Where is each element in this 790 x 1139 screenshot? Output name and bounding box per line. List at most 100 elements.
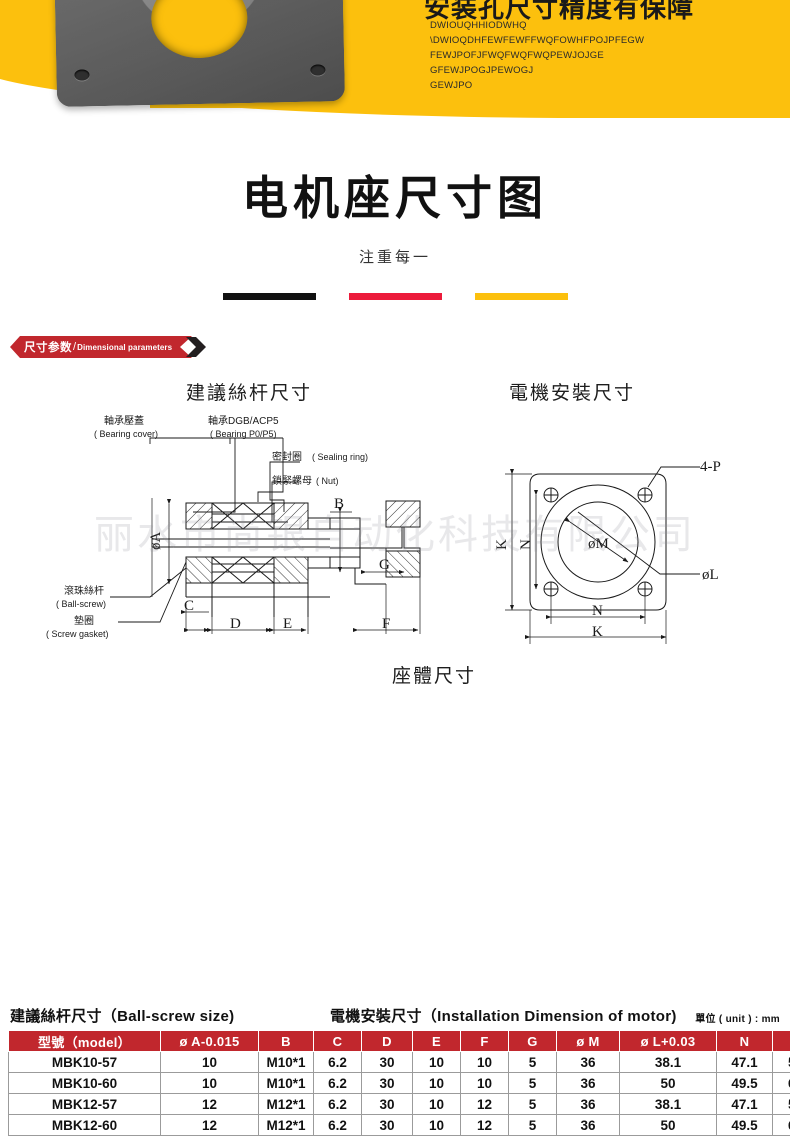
dim-label-c: C <box>184 598 194 614</box>
spec-table-captions: 建議絲杆尺寸（Ball-screw size) 電機安裝尺寸（Installat… <box>8 1004 782 1030</box>
table-cell: 49.5 <box>716 1072 773 1094</box>
col-header-phi-m: ø M <box>556 1030 620 1052</box>
table-cell: 38.1 <box>619 1093 717 1115</box>
hero-line: FEWJPOFJFWQFWQFWQPEWJOJGE <box>430 50 604 61</box>
callout-sealing-ring-en: ( Sealing ring) <box>312 452 368 462</box>
hero-banner: 安装孔尺寸精度有保障 DWIOUQHHIODWHQ \DWIOQDHFEWFEW… <box>0 0 790 118</box>
dim-label-phi-l: øL <box>702 567 719 583</box>
motor-mount-photo <box>52 0 346 107</box>
table-cell: 36 <box>556 1093 620 1115</box>
table-cell: 6.2 <box>313 1114 362 1136</box>
dim-label-k: K <box>592 624 603 640</box>
table-cell: MBK12-60 <box>8 1114 161 1136</box>
col-header-d: D <box>361 1030 413 1052</box>
callout-sealing-ring-cn: 密封圈 <box>272 450 302 463</box>
table-cell: 6.2 <box>313 1093 362 1115</box>
hero-line: GEWJPO <box>430 80 473 91</box>
col-header-model: 型號（model） <box>8 1030 161 1052</box>
section-banner: 尺寸参数 / Dimensional parameters <box>10 336 214 358</box>
spec-table: 型號（model） ø A-0.015 B C D E F G ø M ø L+… <box>8 1030 790 1136</box>
page-heading: 电机座尺寸图 注重每一 <box>0 162 790 300</box>
table-cell: M12*1 <box>258 1093 314 1115</box>
section-banner-ribbon: 尺寸参数 / Dimensional parameters <box>10 336 192 358</box>
page-title: 电机座尺寸图 <box>242 172 548 224</box>
table-cell: 30 <box>361 1114 413 1136</box>
table-cell: MBK10-57 <box>8 1051 161 1073</box>
col-header-b: B <box>258 1030 314 1052</box>
table-cell: 10 <box>460 1072 509 1094</box>
chevron-right-icon <box>186 337 206 357</box>
table-cell: 6.2 <box>313 1072 362 1094</box>
dim-label-phi-m: øM <box>588 536 609 552</box>
table-cell: 30 <box>361 1072 413 1094</box>
table-cell: 60 <box>772 1114 790 1136</box>
callout-gasket-en: ( Screw gasket) <box>46 629 109 639</box>
table-cell: 12 <box>460 1093 509 1115</box>
table-cell: 6.2 <box>313 1051 362 1073</box>
hero-title: 安装孔尺寸精度有保障 <box>424 0 695 23</box>
table-cell: 50 <box>619 1072 717 1094</box>
section-banner-label-cn: 尺寸参数 <box>24 342 72 354</box>
callout-bearing-cover-cn: 軸承壓蓋 <box>104 414 144 427</box>
drawing-canvas: 軸承壓蓋 ( Bearing cover) 軸承DGB/ACP5 ( Beari… <box>46 414 721 644</box>
dim-label-k-vertical: K <box>494 539 510 550</box>
callout-bearing-cover-en: ( Bearing cover) <box>94 429 158 439</box>
table-cell: 47.1 <box>716 1051 773 1073</box>
table-cell: 10 <box>160 1072 259 1094</box>
table-body: MBK10-5710M10*16.230101053638.147.157M4M… <box>8 1051 790 1136</box>
table-cell: 49.5 <box>716 1114 773 1136</box>
table-cell: 10 <box>160 1051 259 1073</box>
accent-rules <box>0 293 790 300</box>
dim-label-4p: 4-P <box>700 459 721 475</box>
caption-motor: 電機安裝尺寸（Installation Dimension of motor) <box>330 1008 677 1025</box>
col-header-k: K <box>772 1030 790 1052</box>
mount-hole-right-icon <box>310 64 326 76</box>
dim-label-n-vertical: N <box>518 539 534 550</box>
table-cell: 38.1 <box>619 1051 717 1073</box>
drawing-title-ballscrew: 建議絲杆尺寸 <box>186 383 313 404</box>
dim-label-n: N <box>592 603 603 619</box>
table-cell: 10 <box>412 1072 461 1094</box>
drawing-title-body: 座體尺寸 <box>392 666 477 687</box>
table-cell: 57 <box>772 1093 790 1115</box>
accent-rule-yellow <box>474 293 568 300</box>
page-subtitle: 注重每一 <box>358 249 431 266</box>
section-banner-separator: / <box>73 341 77 353</box>
table-cell: MBK12-57 <box>8 1093 161 1115</box>
technical-drawings: 丽水市尚银自动化科技有限公司 建議絲杆尺寸 電機安裝尺寸 座體尺寸 <box>0 372 790 967</box>
caption-unit: 單位 ( unit ) : mm <box>695 1014 780 1025</box>
mount-hole-left-icon <box>74 69 90 81</box>
caption-ballscrew: 建議絲杆尺寸（Ball-screw size) <box>10 1008 235 1025</box>
col-header-f: F <box>460 1030 509 1052</box>
table-cell: 10 <box>412 1093 461 1115</box>
callout-ballscrew-en: ( Ball-screw) <box>56 599 106 609</box>
table-cell: 5 <box>508 1072 557 1094</box>
col-header-c: C <box>313 1030 362 1052</box>
table-cell: 10 <box>412 1114 461 1136</box>
table-cell: 30 <box>361 1051 413 1073</box>
callout-gasket-cn: 墊圈 <box>74 614 94 627</box>
hero-line: \DWIOQDHFEWFEWFFWQFOWHFPOJPFEGW <box>430 35 645 46</box>
table-cell: 36 <box>556 1072 620 1094</box>
table-cell: M10*1 <box>258 1051 314 1073</box>
table-cell: MBK10-60 <box>8 1072 161 1094</box>
table-cell: 36 <box>556 1051 620 1073</box>
hero-line: DWIOUQHHIODWHQ <box>430 20 527 31</box>
accent-rule-black <box>222 293 316 300</box>
callout-ballscrew-cn: 滾珠絲杆 <box>64 584 104 597</box>
table-cell: 10 <box>460 1051 509 1073</box>
table-cell: 50 <box>619 1114 717 1136</box>
col-header-e: E <box>412 1030 461 1052</box>
table-cell: 12 <box>160 1114 259 1136</box>
callout-bearing-en: ( Bearing P0/P5) <box>210 429 277 439</box>
table-cell: M12*1 <box>258 1114 314 1136</box>
dim-label-phi-a: øA <box>148 532 164 551</box>
dim-label-g: G <box>379 557 390 573</box>
callout-bearing-cn: 軸承DGB/ACP5 <box>208 414 279 427</box>
motor-mounting-view <box>505 466 700 644</box>
accent-rule-red <box>348 293 442 300</box>
col-header-g: G <box>508 1030 557 1052</box>
